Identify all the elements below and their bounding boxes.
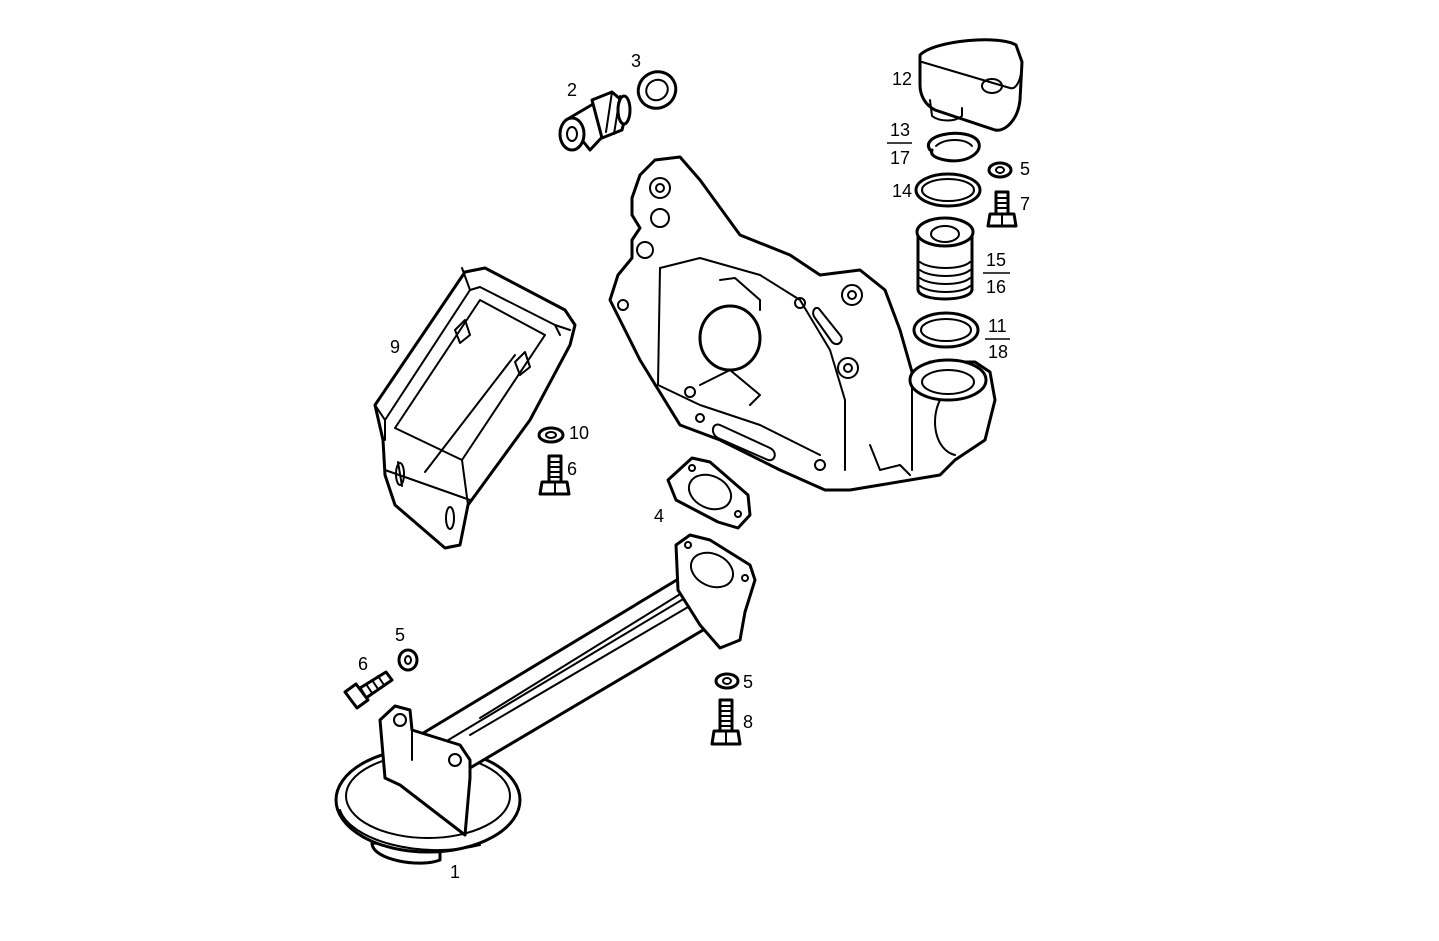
callout-15: 15 (986, 250, 1006, 270)
part-13-17-split-ring (926, 131, 981, 163)
callout-6-left: 6 (358, 654, 368, 674)
callout-12: 12 (892, 69, 912, 89)
callout-14: 14 (892, 181, 912, 201)
part-7-bolt (986, 190, 1018, 228)
part-12-cap (918, 38, 1024, 132)
part-8-bolt (710, 698, 742, 746)
callout-5-left: 5 (395, 625, 405, 645)
part-15-16-threaded-plug (915, 216, 975, 301)
callout-17: 17 (890, 148, 910, 168)
part-6-bolt-left (343, 670, 394, 710)
pump-housing (608, 155, 997, 492)
callout-9: 9 (390, 337, 400, 357)
part-10-washer (537, 426, 565, 444)
callout-7: 7 (1020, 194, 1030, 214)
part-5-washer-left (397, 648, 419, 672)
callout-2: 2 (567, 80, 577, 100)
part-2-pressure-switch (558, 90, 632, 152)
callout-10: 10 (569, 423, 589, 443)
callout-1: 1 (450, 862, 460, 882)
callout-5-lower: 5 (743, 672, 753, 692)
part-14-o-ring (914, 172, 982, 208)
callout-4: 4 (654, 506, 664, 526)
callout-18: 18 (988, 342, 1008, 362)
part-5-washer-top (987, 161, 1013, 179)
part-9-bracket (373, 266, 577, 550)
callout-16: 16 (986, 277, 1006, 297)
callouts: 1 2 3 4 5 5 5 6 6 7 8 9 10 11 18 12 13 1… (358, 51, 1030, 882)
callout-5-top: 5 (1020, 159, 1030, 179)
part-4-gasket (666, 456, 752, 530)
part-6-bolt-middle (538, 454, 571, 496)
part-1-suction-pipe (334, 533, 757, 865)
part-11-18-o-ring (912, 311, 980, 349)
part-5-washer-lower (714, 672, 740, 690)
callout-3: 3 (631, 51, 641, 71)
callout-13: 13 (890, 120, 910, 140)
callout-8: 8 (743, 712, 753, 732)
part-3-sealing-ring (636, 70, 678, 110)
callout-6-middle: 6 (567, 459, 577, 479)
callout-11: 11 (988, 316, 1007, 336)
